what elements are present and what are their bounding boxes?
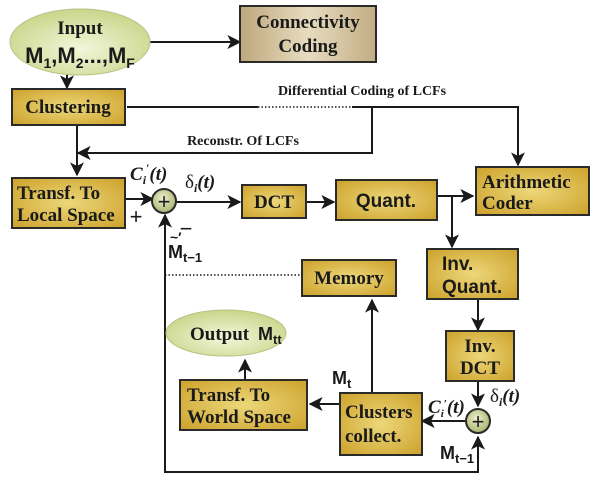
transf-world-line2: World Space: [187, 407, 291, 428]
transf-world-block: Transf. To World Space: [179, 379, 308, 431]
m-prev-tilde: ~′: [170, 229, 182, 245]
sum2-symbol: +: [472, 409, 485, 434]
inv-quant-line2: Quant.: [442, 277, 502, 298]
clustering-block: Clustering: [11, 88, 126, 126]
transf-world-line1: Transf. To: [187, 385, 270, 406]
connections: [60, 35, 525, 473]
memory-label: Memory: [314, 268, 384, 289]
inv-dct-line2: DCT: [460, 358, 500, 379]
input-title: Input: [57, 18, 103, 39]
dct-block: DCT: [241, 184, 307, 219]
connectivity-line1: Connectivity: [256, 12, 360, 33]
connectivity-coding-block: Connectivity Coding: [239, 5, 377, 63]
arith-line2: Coder: [482, 193, 533, 214]
sum-junction-encoder: +: [151, 188, 177, 214]
clusters-line2: collect.: [345, 426, 401, 447]
input-mesh-sequence: M1,M2...,MF: [25, 43, 135, 71]
output-symbol: Mtt: [258, 324, 282, 347]
quant-label: Quant.: [356, 191, 416, 212]
clusters-collect-block: Clusters collect.: [339, 392, 423, 456]
minus-sign: −: [180, 216, 193, 241]
arith-line1: Arithmetic: [482, 172, 571, 193]
reconstr-label: Reconstr. Of LCFs: [187, 134, 299, 149]
m-prev-label-decoder: Mt−1: [440, 443, 474, 466]
inv-quant-line1: Inv.: [442, 254, 473, 275]
sum-symbol: +: [158, 189, 171, 214]
input-ellipse: Input M1,M2...,MF: [9, 8, 151, 76]
differential-coding-label: Differential Coding of LCFs: [278, 84, 447, 99]
delta-label: δi(t): [185, 172, 215, 195]
connectivity-line2: Coding: [278, 36, 338, 57]
dct-label: DCT: [254, 192, 294, 213]
arrow-reconstr: [76, 107, 373, 160]
ci-tilde-label: Ci′(t): [428, 397, 465, 420]
delta-tilde-label: δi(t): [490, 386, 520, 409]
m-prev-label-encoder: Mt−1: [168, 242, 202, 265]
clusters-line1: Clusters: [345, 402, 413, 423]
memory-block: Memory: [301, 259, 397, 297]
quant-block: Quant.: [335, 179, 438, 221]
transf-local-line2: Local Space: [17, 205, 115, 226]
arrow-differential-to-arith: [352, 106, 525, 167]
transf-local-line1: Transf. To: [17, 183, 100, 204]
inv-dct-line1: Inv.: [464, 336, 495, 357]
output-label: Output: [190, 324, 250, 345]
inv-quant-block: Inv. Quant.: [426, 248, 519, 300]
inv-dct-block: Inv. DCT: [445, 330, 515, 382]
transf-local-block: Transf. To Local Space: [11, 177, 126, 229]
clustering-label: Clustering: [25, 97, 111, 118]
sum-junction-decoder: +: [465, 408, 491, 434]
plus-sign: +: [130, 204, 143, 229]
output-ellipse: Output Mtt: [165, 309, 287, 357]
m-t-label: Mt: [332, 368, 352, 391]
arithmetic-coder-block: Arithmetic Coder: [475, 166, 590, 216]
arrow-feedback-to-sum: [158, 213, 479, 473]
ci-prime-label: Ci′(t): [130, 161, 167, 187]
